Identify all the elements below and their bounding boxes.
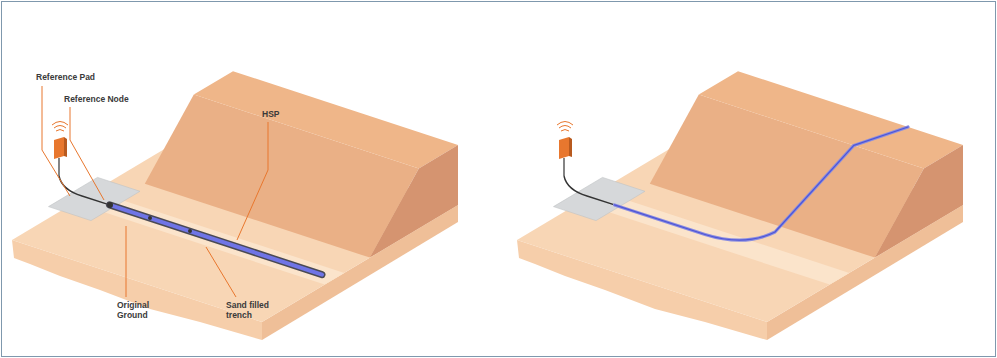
node-dot xyxy=(188,229,192,233)
hsp-curved xyxy=(615,127,909,240)
part-label: HSP xyxy=(262,109,279,119)
node-dot xyxy=(148,216,152,220)
leader-lines xyxy=(42,86,268,297)
part-label: Reference Node xyxy=(64,94,129,104)
right-terrain xyxy=(517,71,963,340)
cable xyxy=(564,176,615,205)
left-terrain xyxy=(12,71,458,340)
hsp-curved-core xyxy=(615,127,909,240)
part-label: Sand filled trench xyxy=(226,300,280,320)
part-label: Reference Pad xyxy=(36,72,95,82)
part-label: Original Ground xyxy=(117,300,159,320)
reference-node-dot xyxy=(107,202,113,208)
